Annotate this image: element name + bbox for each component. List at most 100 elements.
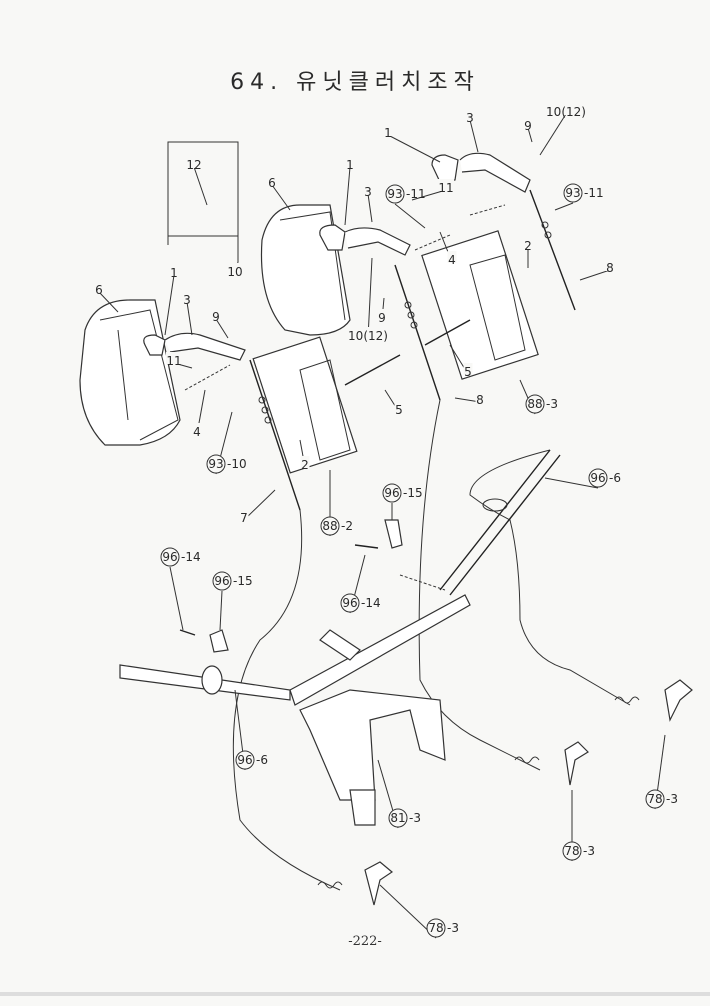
callout-circled-label: 88-2	[320, 470, 353, 536]
middle-pedal-assembly	[260, 204, 539, 401]
callout-circled-label: 93-11	[385, 184, 426, 229]
callout-number: 5	[464, 365, 472, 379]
callout-label: 6	[94, 281, 119, 313]
callout-suffix: -3	[666, 792, 678, 806]
callout-background	[186, 156, 202, 168]
callout-number: 9	[212, 310, 220, 324]
callout-number: 3	[466, 111, 474, 125]
callout-label: 1	[383, 124, 441, 163]
callout-circle	[206, 454, 226, 474]
callout-background	[523, 237, 533, 249]
callout-number: 11	[438, 181, 453, 195]
callout-circle	[385, 184, 405, 204]
callout-number: 1	[346, 158, 354, 172]
leader-line	[579, 269, 611, 281]
callout-background	[463, 363, 473, 375]
callout-circle	[562, 841, 582, 861]
callout-background	[300, 456, 310, 468]
leader-line	[367, 193, 373, 223]
callout-number: 2	[524, 239, 532, 253]
callout-number: 96	[162, 550, 177, 564]
callout-label: 4	[439, 231, 457, 267]
callout-label: 2	[523, 237, 533, 268]
callout-number: 10	[227, 265, 242, 279]
callout-number: 2	[301, 458, 309, 472]
leader-line	[215, 318, 229, 339]
callout-circled-label: 96 -15	[212, 571, 253, 631]
leader-line	[367, 257, 373, 339]
callout-circle	[320, 516, 340, 536]
callout-number: 93	[387, 187, 402, 201]
callout-label: 3	[465, 109, 479, 153]
callout-background	[438, 179, 454, 191]
callout-circle	[426, 918, 446, 938]
callout-label: 11	[166, 352, 193, 369]
callout-label: 1	[344, 156, 355, 226]
left-pedal-assembly	[79, 299, 401, 511]
callout-circle	[212, 571, 232, 591]
callout-number: 78	[428, 921, 443, 935]
callout-background	[166, 352, 182, 364]
callout-circled-label: 96-15	[382, 483, 423, 520]
callout-suffix: -15	[403, 486, 423, 500]
leader-line	[411, 189, 447, 201]
callout-background	[544, 103, 588, 115]
callout-number: 3	[183, 293, 191, 307]
callout-label: 4	[192, 389, 206, 439]
callout-number: 10(12)	[348, 329, 388, 343]
callout-label: 3	[182, 291, 193, 336]
leader-line	[539, 113, 567, 156]
callout-label: 8	[454, 391, 485, 407]
callout-circled-label: 96-14	[160, 547, 201, 631]
callout-circle	[563, 183, 583, 203]
leader-line	[193, 166, 208, 206]
callout-number: 5	[395, 403, 403, 417]
leader-line	[186, 301, 193, 336]
leader-line	[98, 291, 119, 313]
callout-suffix: -3	[546, 397, 558, 411]
callout-number: 10(12)	[546, 105, 586, 119]
callout-background	[182, 291, 192, 303]
callout-background	[211, 308, 221, 320]
callout-label: 3	[363, 183, 373, 223]
callout-circled-label: 96-14	[340, 554, 381, 614]
callout-number: 8	[606, 261, 614, 275]
callout-background	[523, 117, 533, 129]
callout-label: 12	[186, 156, 208, 206]
callout-circled-label: 78-3	[645, 734, 678, 810]
callout-circle	[160, 547, 180, 567]
callout-suffix: -6	[256, 753, 268, 767]
callout-suffix: -14	[361, 596, 381, 610]
callout-circle	[525, 394, 545, 414]
callout-number: 3	[364, 185, 372, 199]
callout-number: 78	[564, 844, 579, 858]
callout-number: 4	[193, 425, 201, 439]
callout-background	[605, 259, 615, 271]
callout-number: 96	[214, 574, 229, 588]
callout-number: 88	[527, 397, 542, 411]
callout-circle	[388, 808, 408, 828]
callout-suffix: -11	[584, 186, 604, 200]
callout-circle	[235, 750, 255, 770]
callout-circle	[645, 789, 665, 809]
callout-suffix: -3	[583, 844, 595, 858]
leader-line	[164, 274, 175, 336]
callout-suffix: -10	[227, 457, 247, 471]
callout-label: 9	[211, 308, 229, 339]
callout-number: 93	[565, 186, 580, 200]
callout-background	[383, 124, 393, 136]
scan-edge	[0, 992, 710, 996]
leader-line	[271, 184, 291, 211]
callout-number: 8	[476, 393, 484, 407]
callout-label: 2	[299, 439, 310, 472]
callout-background	[447, 251, 457, 263]
leader-line	[527, 127, 533, 143]
callout-label: 9	[377, 297, 387, 325]
callout-suffix: -15	[233, 574, 253, 588]
callout-number: 9	[524, 119, 532, 133]
callout-background	[94, 281, 104, 293]
callout-number: 93	[208, 457, 223, 471]
callout-background	[169, 264, 179, 276]
